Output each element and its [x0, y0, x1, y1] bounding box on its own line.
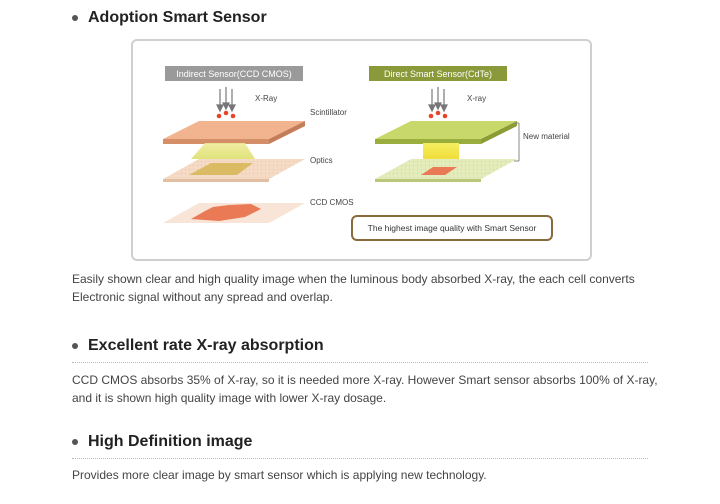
scintillator-layer	[163, 121, 305, 144]
pixel-array-layer	[375, 159, 517, 182]
xray-photons-right-icon	[428, 110, 448, 119]
section-body-absorption: CCD CMOS absorbs 35% of X-ray, so it is …	[72, 373, 658, 405]
xray-photons-left-icon	[216, 110, 236, 119]
section-heading-absorption: Excellent rate X-ray absorption	[72, 337, 324, 355]
xray-arrows-left-icon	[216, 87, 236, 113]
heading-text: High Definition image	[88, 433, 253, 450]
section-heading-adoption: Adoption Smart Sensor	[72, 9, 267, 27]
section-heading-hd-image: High Definition image	[72, 433, 252, 451]
scintillator-label: Scintillator	[310, 108, 347, 117]
section-body-hd-image: Provides more clear image by smart senso…	[72, 468, 487, 482]
xray-arrows-right-icon	[428, 87, 448, 113]
direct-conversion-beam	[423, 143, 459, 163]
ccd-cmos-layer	[163, 203, 305, 223]
section-divider	[72, 362, 648, 363]
heading-text: Excellent rate X-ray absorption	[88, 337, 324, 354]
bullet-icon	[72, 439, 78, 445]
light-spread-beam	[191, 143, 255, 159]
optics-layer	[163, 159, 305, 182]
section-divider	[72, 458, 648, 459]
sensor-comparison-diagram: Indirect Sensor(CCD CMOS) X-Ray Scintill…	[131, 39, 592, 261]
direct-sensor-badge	[369, 66, 507, 81]
optics-label: Optics	[310, 156, 333, 165]
bullet-icon	[72, 343, 78, 349]
direct-sensor-title: Direct Smart Sensor(CdTe)	[384, 69, 492, 79]
direct-material-layer	[375, 121, 517, 144]
quality-note-text: The highest image quality with Smart Sen…	[368, 223, 537, 233]
section-body-adoption: Easily shown clear and high quality imag…	[72, 272, 635, 304]
xray-label-left: X-Ray	[255, 94, 277, 103]
diagram-svg: Indirect Sensor(CCD CMOS) X-Ray Scintill…	[163, 66, 570, 241]
new-material-label: New material	[523, 132, 570, 141]
bullet-icon	[72, 15, 78, 21]
xray-label-right: X-ray	[467, 94, 486, 103]
indirect-sensor-badge	[165, 66, 303, 81]
heading-text: Adoption Smart Sensor	[88, 9, 267, 26]
quality-note-box	[351, 215, 553, 241]
new-material-bracket	[514, 122, 520, 162]
indirect-sensor-title: Indirect Sensor(CCD CMOS)	[176, 69, 292, 79]
ccd-cmos-label: CCD CMOS	[310, 198, 354, 207]
